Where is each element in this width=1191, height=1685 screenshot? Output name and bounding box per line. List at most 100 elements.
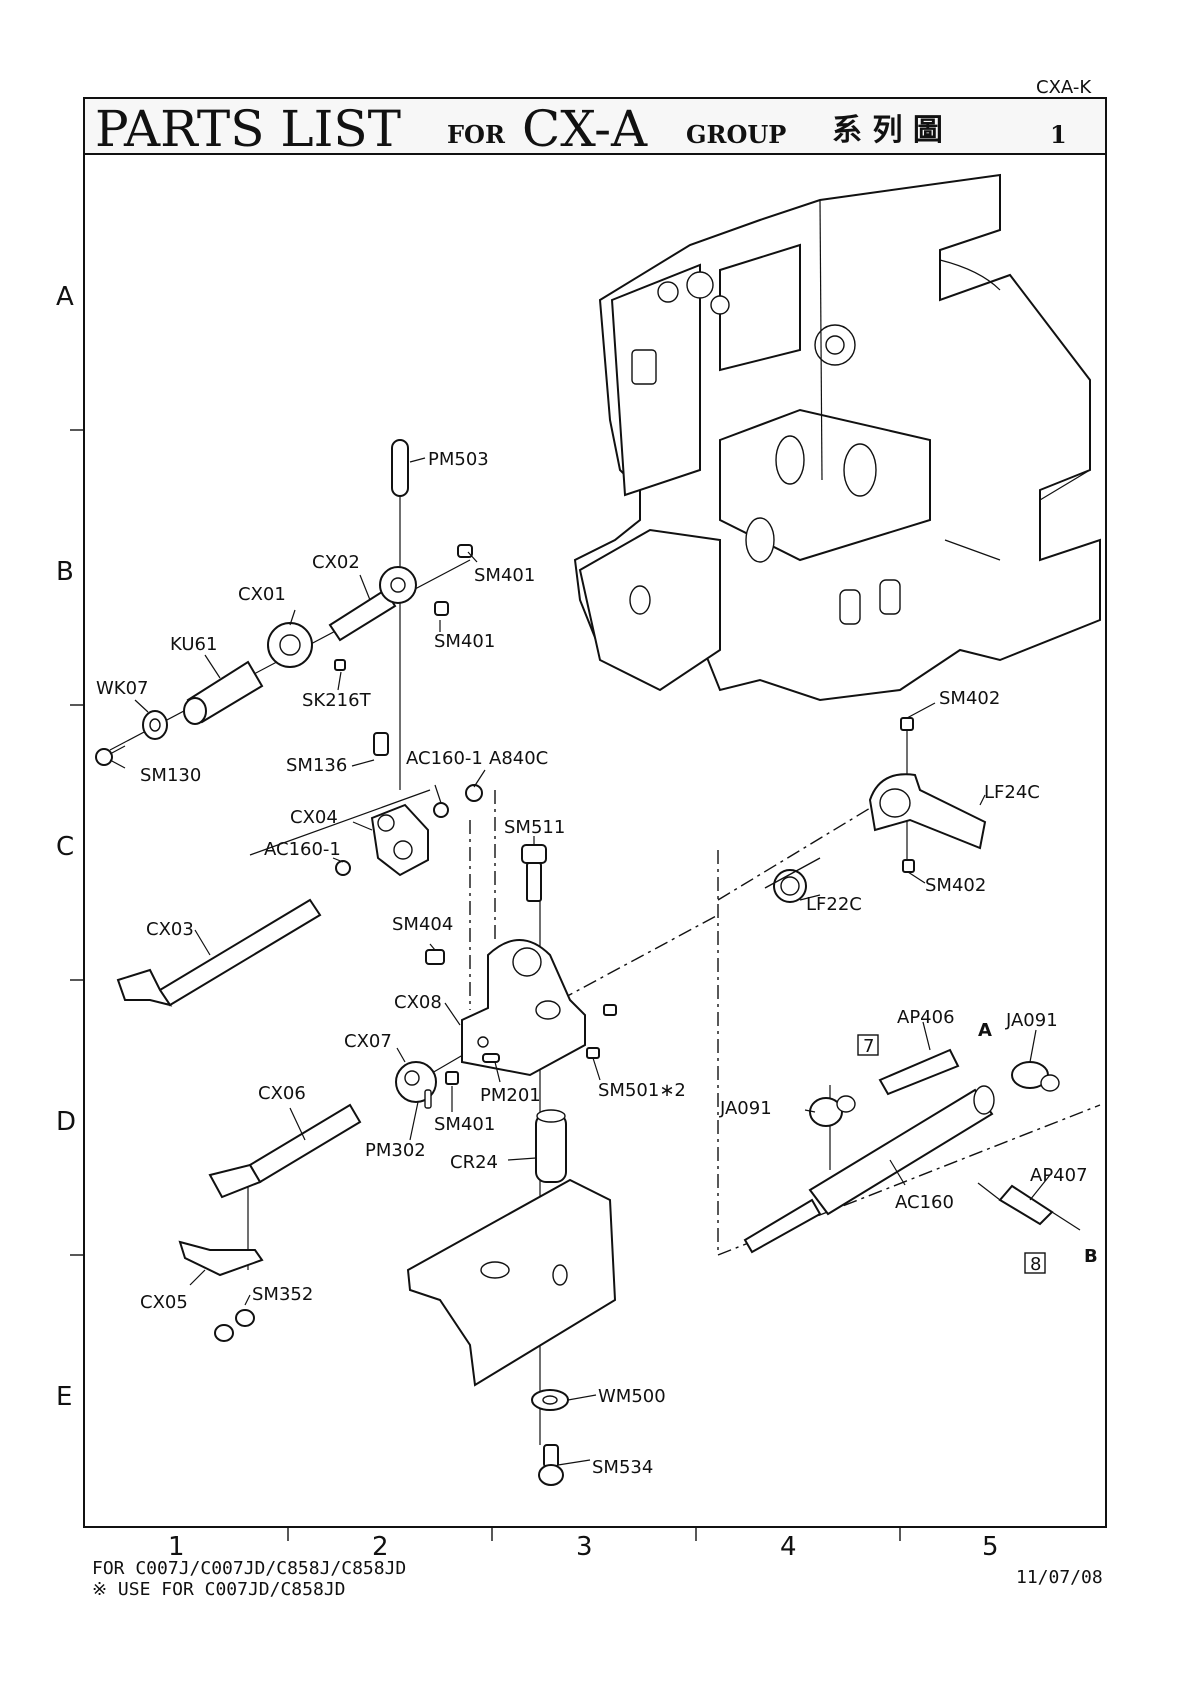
drawing-frame — [83, 153, 1107, 1528]
part-pm503 — [391, 439, 409, 497]
label-sm401-b: SM401 — [434, 631, 495, 652]
row-label-b: B — [56, 557, 74, 587]
title-main: PARTS LIST — [95, 100, 401, 158]
label-sm501: SM501∗2 — [598, 1080, 686, 1101]
label-cx03: CX03 — [146, 919, 194, 940]
callout-box-8-label: 8 — [1030, 1254, 1041, 1275]
part-wk07 — [142, 710, 168, 740]
title-for: FOR — [447, 120, 506, 149]
label-pm503: PM503 — [428, 449, 489, 470]
leader-lines — [109, 457, 1051, 1466]
part-sm534 — [538, 1444, 564, 1486]
part-sm401-upper — [457, 544, 473, 558]
label-cx08: CX08 — [394, 992, 442, 1013]
label-sk216t: SK216T — [302, 690, 372, 711]
label-ku61: KU61 — [170, 634, 217, 655]
label-lf24c: LF24C — [984, 782, 1040, 803]
part-sm402-lower — [902, 859, 915, 873]
label-wk07: WK07 — [96, 678, 149, 699]
label-pm201: PM201 — [480, 1085, 541, 1106]
part-sk216t — [334, 659, 346, 671]
part-sm401-lower — [445, 1071, 459, 1085]
part-cx03 — [116, 898, 322, 1007]
label-sm404: SM404 — [392, 914, 453, 935]
label-sm401-c: SM401 — [434, 1114, 495, 1135]
label-lf22c: LF22C — [806, 894, 862, 915]
part-cx04 — [370, 803, 429, 877]
label-ac160: AC160 — [895, 1192, 954, 1213]
part-sm130 — [95, 745, 126, 766]
label-wm500: WM500 — [598, 1386, 666, 1407]
title-page: 1 — [1050, 120, 1067, 149]
col-label-1: 1 — [168, 1532, 185, 1562]
label-cx02: CX02 — [312, 552, 360, 573]
footer-date: 11/07/08 — [1016, 1567, 1103, 1588]
label-cx07: CX07 — [344, 1031, 392, 1052]
part-cx01 — [267, 622, 313, 668]
part-ku61 — [183, 660, 264, 725]
col-label-2: 2 — [372, 1532, 389, 1562]
label-cx01: CX01 — [238, 584, 286, 605]
title-bar: PARTS LIST FOR CX-A GROUP 系 列 圖 1 — [83, 97, 1107, 158]
sheet-code: CXA-K — [1036, 77, 1092, 98]
title-model: CX-A — [522, 100, 648, 158]
part-sm404 — [425, 949, 445, 965]
part-cx02 — [328, 566, 417, 642]
part-ac160-1-lower — [335, 860, 351, 876]
zone-ticks — [70, 429, 901, 1541]
label-sm130: SM130 — [140, 765, 201, 786]
label-sm352: SM352 — [252, 1284, 313, 1305]
part-sm136 — [373, 732, 389, 756]
part-sm401-mid — [434, 601, 449, 616]
row-label-e: E — [56, 1382, 72, 1412]
part-bracket-plate — [406, 1178, 617, 1387]
label-sm136: SM136 — [286, 755, 347, 776]
row-label-a: A — [56, 282, 74, 312]
col-label-5: 5 — [982, 1532, 999, 1562]
part-sm402-upper — [900, 717, 914, 731]
label-ap406: AP406 — [897, 1007, 955, 1028]
label-sm402-a: SM402 — [939, 688, 1000, 709]
part-a840c — [465, 784, 483, 802]
part-lf22c — [764, 857, 821, 903]
callout-box-8: 8 — [1024, 1252, 1046, 1275]
label-cx06: CX06 — [258, 1083, 306, 1104]
label-ac160-1-a: AC160-1 — [406, 748, 483, 769]
callout-box-7-label: 7 — [863, 1036, 874, 1057]
label-ap407: AP407 — [1030, 1165, 1088, 1186]
label-ja091-a: JA091 — [1005, 1010, 1058, 1031]
part-sm511 — [521, 844, 547, 902]
label-sm511: SM511 — [504, 817, 565, 838]
label-cx04: CX04 — [290, 807, 338, 828]
callout-ref-b: B — [1084, 1246, 1098, 1267]
part-cx06 — [208, 1103, 362, 1199]
part-cr24 — [535, 1109, 567, 1183]
part-sm501-right — [586, 1004, 617, 1059]
row-label-c: C — [56, 832, 74, 862]
part-ja091-right — [1011, 1061, 1060, 1092]
title-group: GROUP — [686, 120, 786, 149]
footer-note: ※ USE FOR C007JD/C858JD — [92, 1579, 346, 1600]
label-sm401-a: SM401 — [474, 565, 535, 586]
label-cx05: CX05 — [140, 1292, 188, 1313]
label-ja091-b: JA091 — [719, 1098, 772, 1119]
label-sm402-b: SM402 — [925, 875, 986, 896]
col-label-4: 4 — [780, 1532, 797, 1562]
part-cx05 — [178, 1240, 264, 1277]
label-cr24: CR24 — [450, 1152, 498, 1173]
machine-casting — [573, 173, 1101, 702]
label-sm534: SM534 — [592, 1457, 653, 1478]
part-pm302 — [424, 1089, 432, 1109]
title-cjk: 系 列 圖 — [832, 113, 943, 148]
part-pm201 — [482, 1053, 500, 1063]
part-ap406 — [878, 1048, 960, 1096]
col-label-3: 3 — [576, 1532, 593, 1562]
part-ac160-1-upper — [433, 802, 449, 818]
part-wm500 — [531, 1389, 569, 1411]
part-ap407 — [977, 1182, 1081, 1231]
part-ja091-left — [809, 1095, 856, 1127]
part-cx08 — [461, 939, 586, 1077]
callout-box-7: 7 — [857, 1034, 879, 1057]
label-pm302: PM302 — [365, 1140, 426, 1161]
